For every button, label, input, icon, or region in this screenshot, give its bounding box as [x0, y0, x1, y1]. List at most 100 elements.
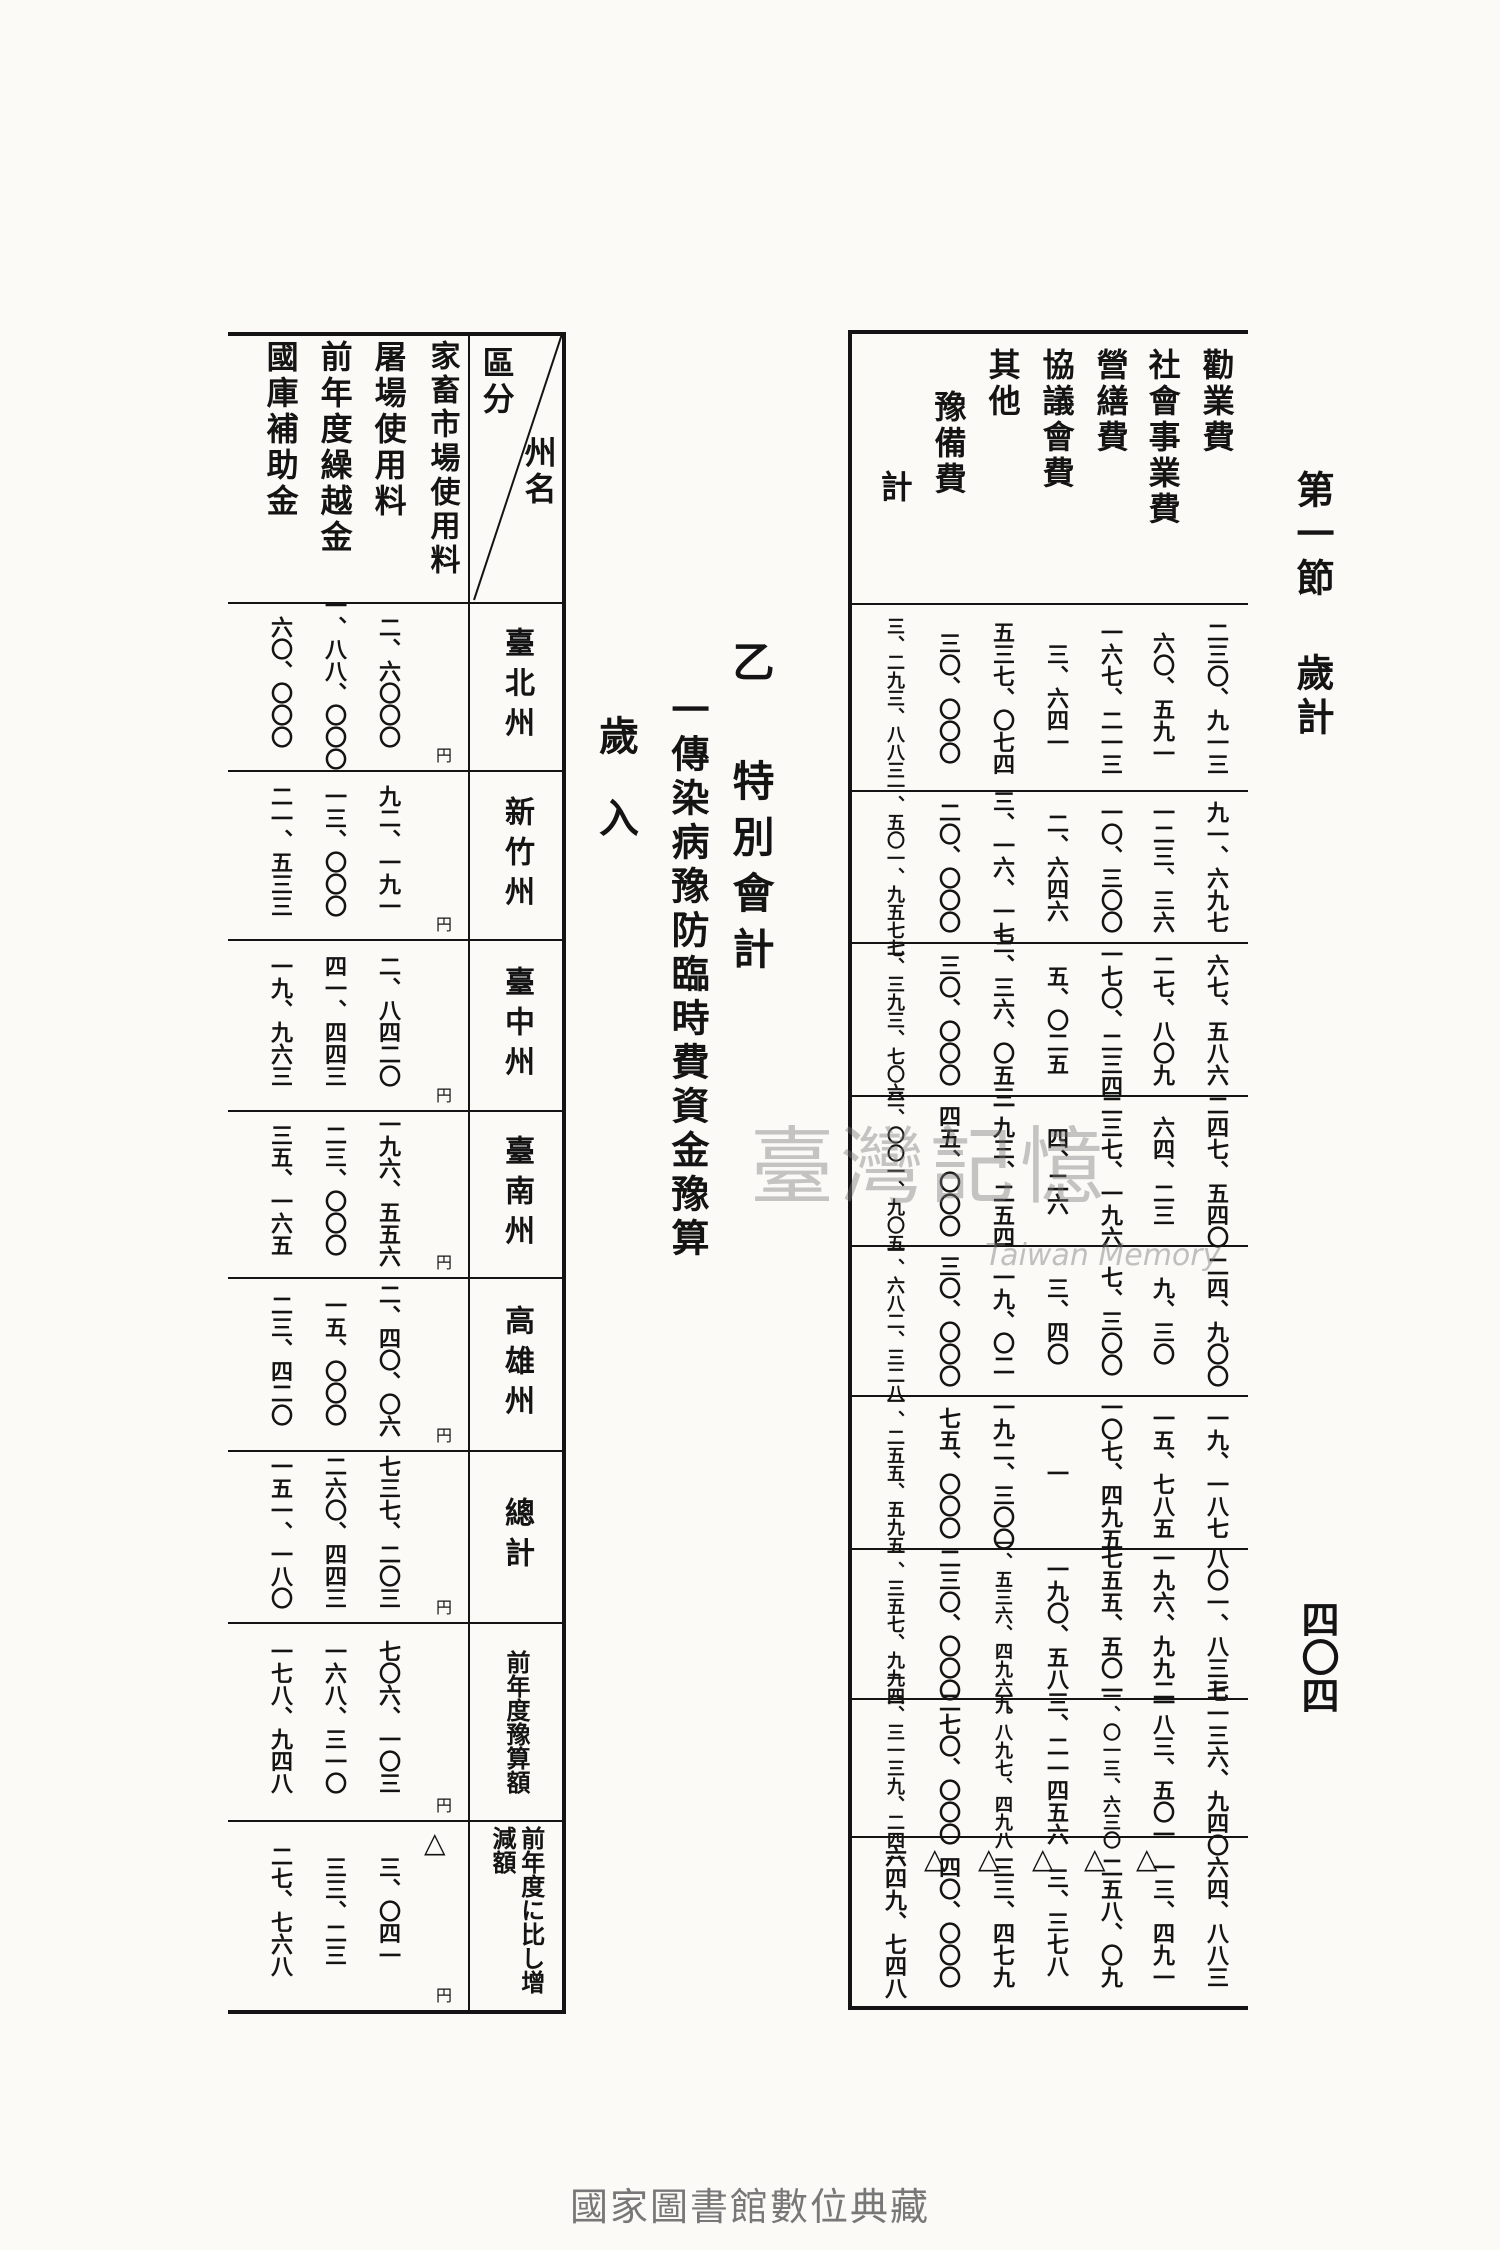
- expense-cell: 一九三、二五四: [989, 1094, 1015, 1248]
- table-bottom-rule: [848, 2006, 1248, 2010]
- subtitle-number: 一: [665, 690, 710, 734]
- corner-top-label: 州名: [519, 436, 558, 508]
- unit-label: 円: [436, 1986, 453, 2005]
- revenue-cell: 一五一、一八〇: [267, 1455, 293, 1609]
- expense-cell: 一、五〇一、九五七七: [884, 777, 905, 957]
- expense-cell: 二、三九三、七〇六: [884, 938, 905, 1101]
- expense-cell: 一九二、三〇〇: [989, 1395, 1015, 1550]
- expense-cell: 三〇、〇〇〇: [935, 953, 961, 1086]
- expense-cell: 一九〇、五八: [1043, 1558, 1069, 1690]
- unit-label: 円: [436, 746, 453, 765]
- expense-cell: 四五、〇〇〇: [935, 1105, 961, 1237]
- expense-cell: 七五五、五〇一: [1097, 1547, 1123, 1701]
- expense-cell: 二三〇、〇〇〇: [935, 1547, 961, 1701]
- revenue-cell: 一三、〇〇〇: [321, 784, 347, 917]
- expense-cell: 一、二五五、五九五: [884, 1391, 905, 1554]
- section-heading: 第一節 歲計: [1290, 470, 1335, 741]
- revenue-column-header: 高雄州: [499, 1304, 534, 1425]
- decrease-mark: △: [1084, 1842, 1106, 1875]
- row-header-kokko: 國庫補助金: [261, 340, 300, 520]
- header-divider: [468, 332, 470, 2014]
- expense-cell: 六四、八八三: [1203, 1856, 1229, 1988]
- expense-cell: 一四、三一三九、二四一: [884, 1669, 905, 1867]
- page-number: 四〇四: [1295, 1600, 1340, 1714]
- revenue-table: 州名 區分 家畜市場使用料 屠場使用料 前年度繰越金 國庫補助金 臺北州新竹州臺…: [228, 332, 566, 2014]
- row-header-sonota: 其他: [983, 348, 1022, 420]
- expense-cell: 三三、四七九: [989, 1856, 1015, 1988]
- expense-cell: 四〇、〇〇〇: [935, 1856, 961, 1988]
- expense-cell: 二四、九〇〇: [1203, 1255, 1229, 1387]
- expense-cell: 七五、〇〇〇: [935, 1406, 961, 1539]
- revenue-column-header: 總計: [499, 1497, 534, 1577]
- expense-cell: 一: [1043, 1461, 1069, 1484]
- row-header-kyogikai: 協議會費: [1037, 348, 1076, 492]
- subtitle-text: 傳染病豫防臨時費資金豫算: [665, 734, 710, 1262]
- unit-label: 円: [436, 1086, 453, 1105]
- table-right-rule: [562, 332, 566, 2014]
- unit-label: 円: [436, 1253, 453, 1272]
- footer-credit: 國家圖書館數位典藏: [569, 2185, 930, 2229]
- expense-cell: 一三、四九一: [1149, 1856, 1175, 1988]
- revenue-column-header: 臺中州: [499, 965, 534, 1086]
- revenue-cell: 一、八八、〇〇〇: [321, 594, 347, 770]
- special-account-title: 乙 特別會計: [726, 640, 775, 983]
- revenue-cell: 二七、七六八: [267, 1845, 293, 1977]
- expense-cell: 六〇、五九一: [1149, 631, 1175, 764]
- revenue-cell: 二、六〇〇〇: [375, 616, 401, 748]
- revenue-cell: 一五、〇〇〇: [321, 1293, 347, 1426]
- expense-cell: 一九、〇二: [989, 1266, 1015, 1376]
- subtitle: 一傳染病豫防臨時費資金豫算: [660, 690, 715, 1262]
- row-header-tojo: 屠場使用料: [369, 340, 408, 520]
- decrease-mark: △: [424, 1826, 446, 1859]
- expense-cell: 三、四〇: [1043, 1277, 1069, 1365]
- revenue-cell: 三五、一六五: [267, 1123, 293, 1256]
- revenue-column-header: 臺南州: [499, 1134, 534, 1255]
- revenue-column-header: 臺北州: [499, 627, 534, 747]
- row-header-eizen: 營繕費: [1091, 348, 1130, 456]
- expense-cell: 一九六、九九二: [1149, 1547, 1175, 1701]
- expense-cell: 四、二六: [1043, 1127, 1069, 1215]
- revenue-cell: 四一、四四三: [321, 954, 347, 1087]
- decrease-mark: △: [1032, 1842, 1054, 1875]
- expense-cell: 六四、二三: [1149, 1116, 1175, 1226]
- expense-cell: 二三〇、九一三: [1203, 620, 1229, 775]
- revenue-cell: 二、八四二〇: [375, 954, 401, 1087]
- revenue-cell: 二六〇、四四三: [321, 1455, 347, 1609]
- expense-cell: 八〇一、八三三: [1203, 1547, 1229, 1701]
- revenue-cell: 六〇、〇〇〇: [267, 616, 293, 748]
- revenue-column-header: 新竹州: [499, 795, 534, 916]
- unit-label: 円: [436, 1598, 453, 1617]
- unit-label: 円: [436, 915, 453, 934]
- row-header-kachiku: 家畜市場使用料: [424, 340, 460, 578]
- expense-cell: 九一、六九七: [1203, 801, 1229, 933]
- revenue-cell: 一九六、五五六: [375, 1112, 401, 1267]
- revenue-cell: 一九、九六三: [267, 954, 293, 1087]
- expense-cell: 六四九、七四八: [881, 1845, 907, 1999]
- unit-label: 円: [436, 1796, 453, 1815]
- row-header-kei: 計: [875, 470, 914, 506]
- expense-cell: 一六七、二一三: [1097, 620, 1123, 775]
- expense-cell: 二七〇、〇〇〇: [935, 1691, 961, 1845]
- revenue-cell: 二三、〇〇〇: [321, 1123, 347, 1256]
- revenue-cell: 九二、一九一: [375, 784, 401, 917]
- expense-cell: 一〇、三〇〇: [1097, 801, 1123, 933]
- revenue-cell: 二、四〇、〇六: [375, 1282, 401, 1437]
- expense-cell: 七一三六、九四〇: [1203, 1680, 1229, 1856]
- revenue-column-header: 前年度に比し增減額: [488, 1826, 546, 1994]
- expense-cell: 二四七、五四〇: [1203, 1094, 1229, 1248]
- decrease-mark: △: [978, 1842, 1000, 1875]
- expense-cell: 二七、八〇九: [1149, 953, 1175, 1086]
- expense-cell: 五三七、〇七四: [989, 620, 1015, 775]
- expense-cell: 一、八九七、四九八: [992, 1687, 1013, 1849]
- revenue-cell: 三三、二三: [321, 1856, 347, 1966]
- expense-cell: 三〇、〇〇〇: [935, 1255, 961, 1387]
- decrease-mark: △: [1136, 1842, 1158, 1875]
- revenue-cell: 三、〇四一: [375, 1856, 401, 1966]
- expense-cell: 二三七、一九六: [1097, 1094, 1123, 1248]
- row-header-kurikoshi: 前年度繰越金: [315, 340, 354, 556]
- expense-cell: 三〇、〇〇〇: [935, 631, 961, 764]
- expense-cell: 一七〇、二三四: [1097, 942, 1123, 1097]
- expense-cell: 一〇七、四九五: [1097, 1395, 1123, 1550]
- table-left-rule: [848, 330, 852, 2010]
- row-header-kangyo: 勸業費: [1197, 348, 1236, 456]
